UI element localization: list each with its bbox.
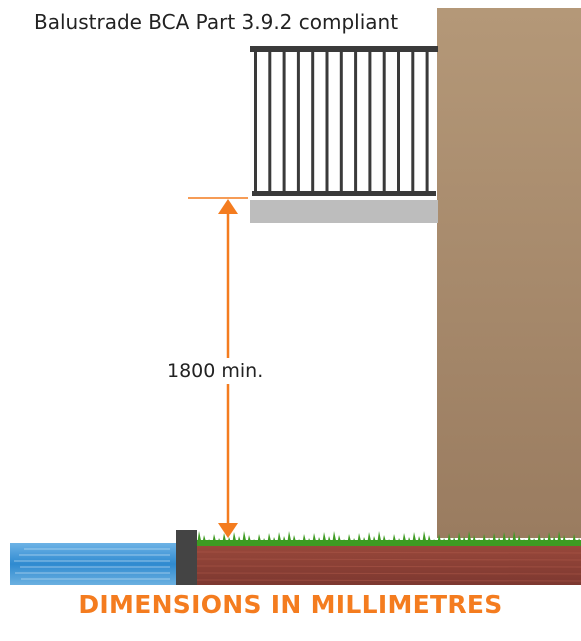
water bbox=[10, 543, 176, 585]
dimension-label: 1800 min. bbox=[163, 358, 268, 384]
units-footer: DIMENSIONS IN MILLIMETRES bbox=[78, 590, 503, 619]
edge-post bbox=[176, 530, 197, 585]
building-wall bbox=[437, 8, 581, 538]
baluster bbox=[311, 52, 315, 191]
baluster bbox=[354, 52, 358, 191]
balcony-slab bbox=[250, 200, 438, 223]
arrow-up-icon bbox=[218, 199, 238, 214]
baluster bbox=[425, 52, 429, 191]
arrow-down-icon bbox=[218, 523, 238, 538]
baluster bbox=[368, 52, 372, 191]
baluster bbox=[282, 52, 286, 191]
baluster bbox=[339, 52, 343, 191]
baluster bbox=[254, 52, 257, 191]
diagram-caption: Balustrade BCA Part 3.9.2 compliant bbox=[34, 10, 399, 34]
baluster bbox=[382, 52, 386, 191]
balustrade-railing bbox=[250, 46, 438, 196]
soil bbox=[197, 540, 581, 585]
baluster bbox=[296, 52, 300, 191]
baluster bbox=[325, 52, 329, 191]
grass bbox=[197, 531, 581, 546]
baluster bbox=[268, 52, 272, 191]
baluster bbox=[411, 52, 415, 191]
baluster bbox=[397, 52, 400, 191]
